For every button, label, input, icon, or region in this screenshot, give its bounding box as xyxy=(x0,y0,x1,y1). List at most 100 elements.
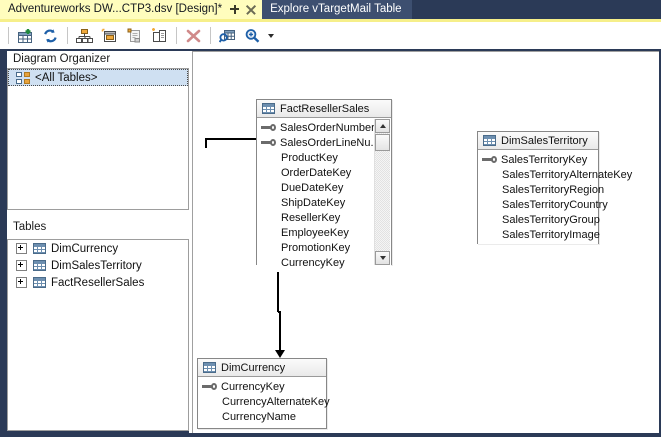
scroll-down-button[interactable] xyxy=(375,251,390,265)
field-label: CurrencyKey xyxy=(221,380,285,393)
named-calculation-icon xyxy=(152,27,166,42)
relationship-arrow-currency xyxy=(275,350,285,358)
tab-accent-line xyxy=(0,19,661,22)
entity-factresellersales[interactable]: FactResellerSales SalesOrderNumber Sales… xyxy=(256,99,392,272)
entity-field[interactable]: OrderDateKey xyxy=(257,165,391,180)
tab-label: Adventureworks DW...CTP3.dsv [Design]* xyxy=(8,3,223,15)
table-list-item-factresellersales[interactable]: FactResellerSales xyxy=(8,274,188,291)
entity-header[interactable]: DimSalesTerritory xyxy=(478,132,598,150)
explore-data-icon xyxy=(219,29,235,43)
diagram-item-label: <All Tables> xyxy=(35,71,98,84)
entity-field[interactable]: SalesOrderNumber xyxy=(257,120,391,135)
relationship-fact-to-salesterritory-seg1 xyxy=(205,140,207,148)
pane-splitter[interactable] xyxy=(189,51,192,433)
entity-field[interactable]: ShipDateKey xyxy=(257,195,391,210)
entity-scrollbar[interactable] xyxy=(374,119,390,265)
entity-field[interactable]: SalesTerritoryGroup xyxy=(478,212,600,227)
key-icon xyxy=(261,138,276,147)
entity-field[interactable]: SalesTerritoryKey xyxy=(478,152,598,167)
diagram-canvas[interactable]: FactResellerSales SalesOrderNumber Sales… xyxy=(192,51,659,433)
refresh-button[interactable] xyxy=(38,24,63,48)
diagram-item-all-tables[interactable]: <All Tables> xyxy=(8,69,188,86)
new-named-query-button[interactable] xyxy=(122,24,147,48)
entity-field[interactable]: ResellerKey xyxy=(257,210,391,225)
pin-icon[interactable] xyxy=(228,3,241,16)
field-label: OrderDateKey xyxy=(281,166,352,179)
scrollbar-thumb[interactable] xyxy=(375,134,390,151)
entity-field[interactable]: PromotionKey xyxy=(257,240,391,255)
entity-field-list[interactable]: SalesOrderNumber SalesOrderLineNu... Pro… xyxy=(257,118,391,272)
diagram-organizer-list[interactable]: <All Tables> xyxy=(7,68,189,210)
entity-field[interactable]: SalesTerritoryImage xyxy=(478,227,600,242)
entity-field[interactable]: SalesTerritoryCountry xyxy=(478,197,608,212)
add-table-button[interactable] xyxy=(13,24,38,48)
explore-data-button[interactable] xyxy=(215,24,240,48)
expander-plus-icon[interactable] xyxy=(16,260,27,271)
diagram-icon xyxy=(16,71,30,84)
entity-title: DimSalesTerritory xyxy=(501,134,588,147)
table-icon xyxy=(33,260,46,271)
new-named-calculation-button[interactable] xyxy=(147,24,172,48)
entity-field[interactable]: EmployeeKey xyxy=(257,225,391,240)
entity-field[interactable]: SalesOrderLineNu... xyxy=(257,135,391,150)
field-label: CurrencyName xyxy=(222,410,296,423)
entity-field[interactable]: CurrencyKey xyxy=(257,255,391,270)
field-label: ProductKey xyxy=(281,151,338,164)
table-list-item-label: DimSalesTerritory xyxy=(51,259,142,272)
tab-label: Explore vTargetMail Table xyxy=(270,3,402,15)
toolbar-separator xyxy=(176,27,177,44)
relationship-fact-to-salesterritory-seg2 xyxy=(205,138,271,140)
field-label: CurrencyKey xyxy=(281,256,345,269)
field-label: SalesTerritoryGroup xyxy=(502,213,600,226)
field-label: PromotionKey xyxy=(281,241,351,254)
table-list-item-dimsalesterritory[interactable]: DimSalesTerritory xyxy=(8,257,188,274)
relationship-fact-to-currency-seg3 xyxy=(279,311,281,353)
document-tab-strip: Adventureworks DW...CTP3.dsv [Design]* E… xyxy=(0,0,661,19)
add-table-icon xyxy=(18,28,32,43)
field-label: CurrencyAlternateKey xyxy=(222,395,330,408)
toolbar-separator xyxy=(8,27,9,44)
entity-title: DimCurrency xyxy=(221,361,286,374)
entity-field[interactable]: SalesTerritoryRegion xyxy=(478,182,604,197)
relationship-fact-to-currency-seg1 xyxy=(277,264,279,312)
entity-header[interactable]: FactResellerSales xyxy=(257,100,391,118)
left-pane: Diagram Organizer <All Tables> Tables Di… xyxy=(7,51,195,431)
field-label: EmployeeKey xyxy=(281,226,349,239)
entity-dimcurrency[interactable]: DimCurrency CurrencyKey CurrencyAlternat… xyxy=(197,358,330,429)
entity-header[interactable]: DimCurrency xyxy=(198,359,326,377)
tab-explore-vtargetmail[interactable]: Explore vTargetMail Table xyxy=(262,0,412,19)
table-icon xyxy=(262,103,275,114)
delete-button[interactable] xyxy=(181,24,206,48)
table-list-item-dimcurrency[interactable]: DimCurrency xyxy=(8,240,188,257)
tab-adventureworks-dsv[interactable]: Adventureworks DW...CTP3.dsv [Design]* xyxy=(0,0,263,19)
entity-field[interactable]: CurrencyName xyxy=(198,409,326,424)
expander-plus-icon[interactable] xyxy=(16,277,27,288)
close-icon[interactable] xyxy=(244,3,258,17)
entity-field-list[interactable]: SalesTerritoryKey SalesTerritoryAlternat… xyxy=(478,150,632,244)
entity-field[interactable]: CurrencyKey xyxy=(198,379,326,394)
auto-layout-button[interactable] xyxy=(72,24,97,48)
toolbar-separator xyxy=(67,27,68,44)
table-list-item-label: FactResellerSales xyxy=(51,276,145,289)
field-label: SalesTerritoryRegion xyxy=(502,183,605,196)
entity-field-list[interactable]: CurrencyKey CurrencyAlternateKey Currenc… xyxy=(198,377,330,426)
toolbar-separator xyxy=(210,27,211,44)
scroll-up-button[interactable] xyxy=(375,119,390,133)
expander-plus-icon[interactable] xyxy=(16,243,27,254)
entity-field[interactable]: CurrencyAlternateKey xyxy=(198,394,330,409)
entity-dimsalesterritory[interactable]: DimSalesTerritory SalesTerritoryKey Sale… xyxy=(477,131,632,244)
magnifier-icon xyxy=(245,28,260,43)
entity-title: FactResellerSales xyxy=(280,102,370,115)
entity-field[interactable]: DueDateKey xyxy=(257,180,391,195)
entity-field[interactable]: SalesTerritoryAlternateKey xyxy=(478,167,632,182)
zoom-dropdown-button[interactable] xyxy=(265,25,276,47)
delete-x-icon xyxy=(186,29,201,42)
entity-field[interactable]: ProductKey xyxy=(257,150,391,165)
field-label: SalesTerritoryImage xyxy=(502,228,600,241)
field-label: SalesOrderLineNu... xyxy=(280,136,380,149)
zoom-button[interactable] xyxy=(240,24,265,48)
key-icon xyxy=(482,155,497,164)
show-related-button[interactable] xyxy=(97,24,122,48)
tables-list[interactable]: DimCurrency DimSalesTerritory FactResell… xyxy=(7,239,189,431)
